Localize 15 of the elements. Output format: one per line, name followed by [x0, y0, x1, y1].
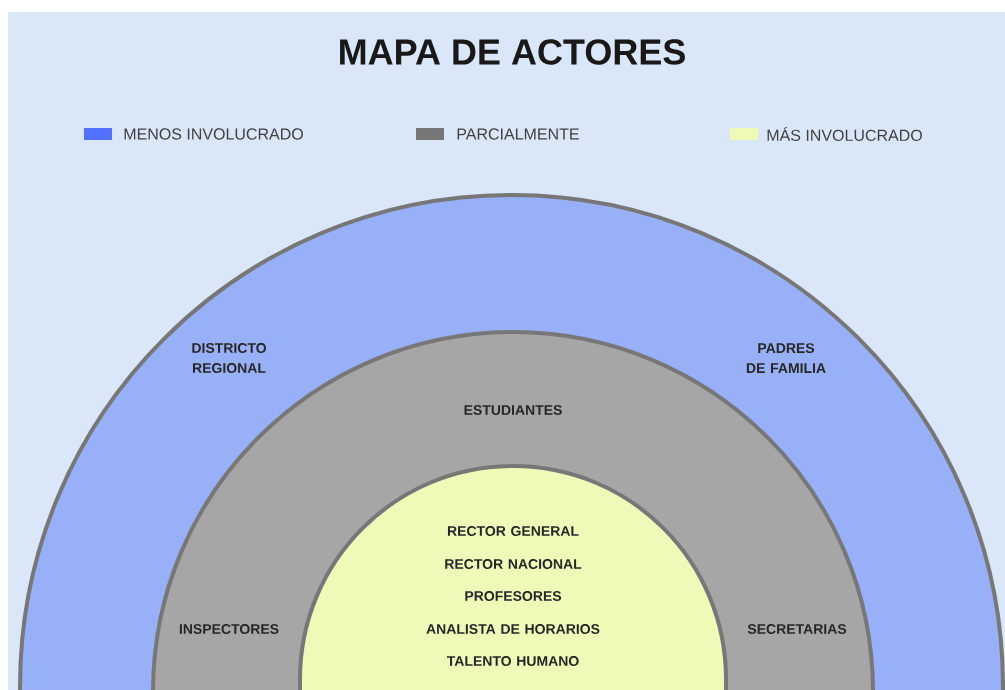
actor-label: PROFESORES [465, 591, 562, 601]
actor-label: TALENTO HUMANO [446, 656, 579, 666]
actor-label: SECRETARIAS [747, 624, 847, 634]
actor-label: ANALISTA DE HORARIOS [426, 624, 600, 634]
legend-label: MÁS INVOLUCRADO [767, 127, 922, 141]
title: MAPA DE ACTORES [340, 39, 685, 65]
legend-label: MENOS INVOLUCRADO [124, 128, 303, 140]
actor-label: RECTOR GENERAL [447, 526, 579, 536]
inner-arch [298, 464, 728, 690]
actor-label: PADRES DE FAMILIA [746, 343, 826, 373]
actor-label: INSPECTORES [179, 624, 279, 634]
actor-label: DISTRICTO REGIONAL [192, 343, 266, 373]
actor-label: RECTOR NACIONAL [445, 559, 582, 569]
actor-label: ESTUDIANTES [464, 405, 562, 415]
legend-label: PARCIALMENTE [457, 128, 579, 140]
